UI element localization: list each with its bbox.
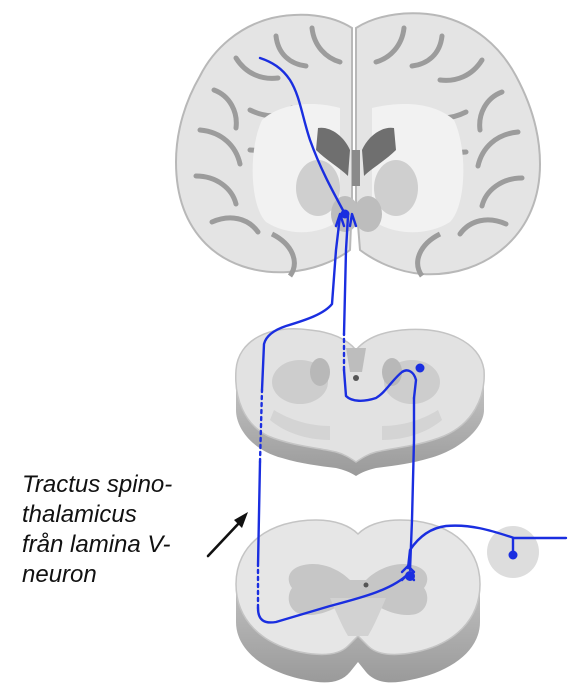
pointer-arrow-icon	[206, 512, 248, 558]
brain-coronal-section-icon	[174, 12, 542, 278]
medulla-to-thalamus-axon	[342, 214, 350, 336]
pathway-caption: Tractus spino- thalamicus från lamina V-…	[22, 470, 222, 590]
ganglion-neuron-soma	[508, 550, 518, 560]
ascending-axon-upper	[260, 214, 342, 392]
medulla-neuron-soma	[415, 363, 425, 373]
ascending-axon-spinal-segment	[256, 460, 262, 568]
caption-line-2: thalamicus	[22, 501, 137, 528]
spinal-cord-section-icon	[235, 519, 481, 683]
lamina-v-branch	[342, 368, 418, 402]
brainstem-section-icon	[235, 328, 485, 476]
neuron-cell-bodies	[340, 209, 518, 581]
ascending-axon-dotted-brainstem	[258, 388, 264, 464]
thalamic-neuron-soma	[340, 209, 350, 219]
caption-line-1: Tractus spino-	[22, 471, 173, 498]
thalamic-synapse-marks	[334, 212, 358, 228]
spinothalamic-pathway	[256, 56, 568, 624]
second-order-neuron-axon	[256, 572, 410, 624]
thalamocortical-axon	[258, 56, 347, 216]
caption-line-4: neuron	[22, 561, 97, 588]
dorsal-horn-neuron-soma	[405, 571, 415, 581]
caption-line-3: från lamina V-	[22, 531, 171, 558]
primary-afferent-axon	[406, 524, 568, 570]
lamina-v-ascending-axon	[408, 396, 416, 572]
